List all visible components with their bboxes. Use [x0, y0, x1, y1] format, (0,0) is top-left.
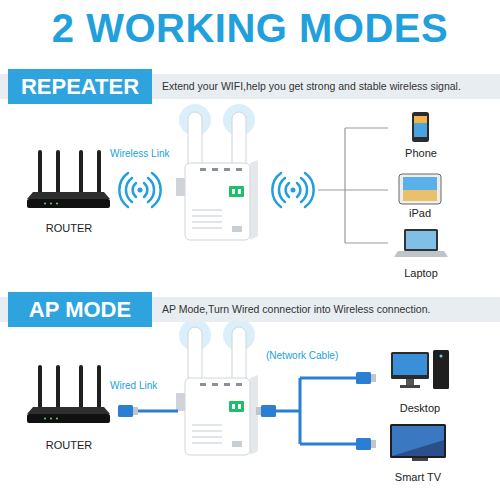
mode-heading: REPEATER	[8, 69, 152, 104]
device-label: Desktop	[400, 402, 440, 415]
tv-icon	[390, 424, 446, 461]
device-label: ROUTER	[46, 222, 92, 235]
wifi-waves	[272, 173, 313, 207]
mode-description: AP Mode,Turn Wired connectior into Wirel…	[162, 297, 430, 322]
device-label: Phone	[405, 147, 437, 160]
device-label: Smart TV	[395, 471, 441, 484]
mode-description: Extend your WIFI,help you get strong and…	[162, 74, 461, 99]
ipad-device: iPad	[390, 168, 450, 220]
page-title: 2 WORKING MODES	[0, 6, 500, 51]
phone-device: Phone	[395, 108, 447, 160]
desktop-device: Desktop	[382, 345, 458, 415]
router-illustration	[27, 150, 110, 208]
split-bracket	[318, 128, 388, 243]
desktop-icon	[391, 350, 449, 389]
laptop-device: Laptop	[390, 226, 452, 280]
device-label: Laptop	[404, 267, 438, 280]
phone-icon	[412, 112, 429, 142]
router-device: ROUTER	[18, 362, 120, 452]
router-illustration	[27, 365, 110, 423]
mode-band: REPEATERExtend your WIFI,help you get st…	[0, 74, 500, 99]
wifi-waves	[119, 173, 160, 207]
tv-device: Smart TV	[378, 420, 458, 484]
mode-band: AP MODEAP Mode,Turn Wired connectior int…	[0, 297, 500, 322]
laptop-icon	[394, 229, 448, 257]
ipad-icon	[399, 174, 441, 204]
link-label: Wired Link	[110, 380, 157, 392]
mode-heading: AP MODE	[8, 292, 152, 327]
cable-label: (Network Cable)	[266, 350, 338, 362]
repeater-illustration	[176, 319, 258, 455]
link-label: Wireless Link	[110, 148, 169, 160]
repeater-illustration	[176, 104, 258, 240]
device-label: ROUTER	[46, 439, 92, 452]
device-label: iPad	[409, 207, 431, 220]
router-device: ROUTER	[18, 145, 120, 235]
